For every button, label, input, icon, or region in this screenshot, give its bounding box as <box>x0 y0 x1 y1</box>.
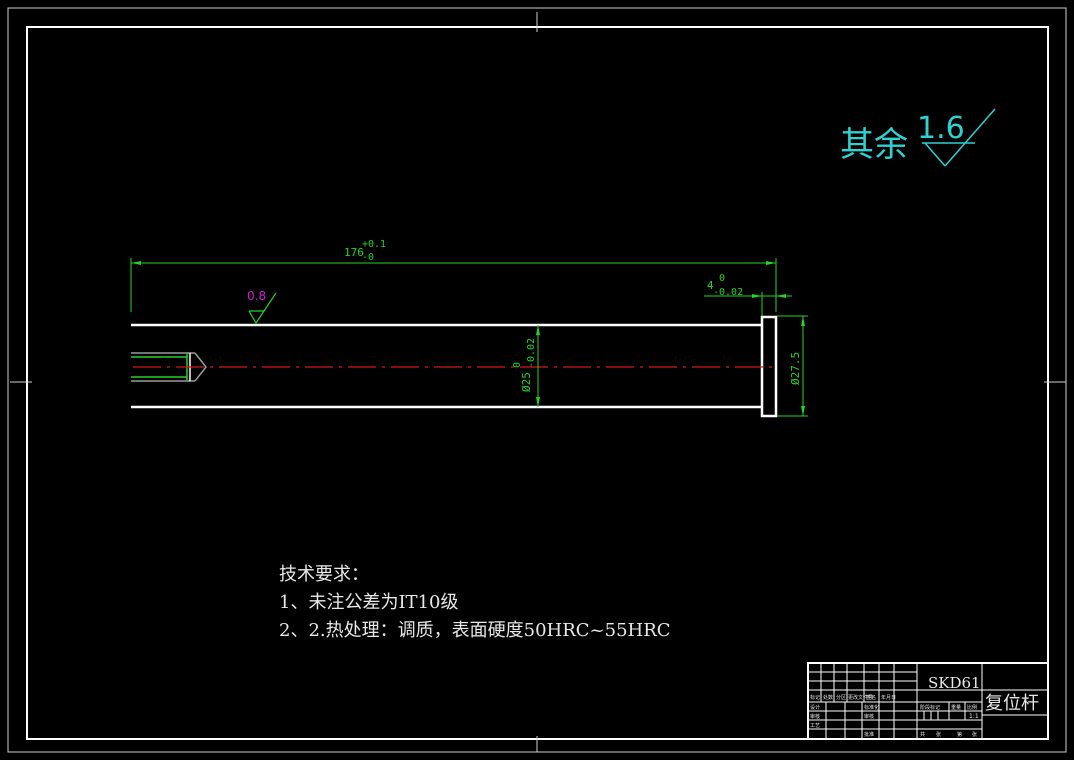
scale-value: 1:1 <box>969 713 979 720</box>
stage-label-2: 重量 <box>951 704 961 711</box>
header-label-4: 更改文件号 <box>848 694 873 701</box>
head-thickness-nominal: 4 <box>707 279 714 292</box>
roughness-note-prefix: 其余 <box>840 125 908 165</box>
stage-label-3: 比例 <box>967 704 977 711</box>
head-thickness-dimension: 4 0 -0.02 <box>704 273 792 316</box>
sheet-label-1: 共 <box>920 731 925 738</box>
head-thickness-upper-tol: 0 <box>719 273 725 284</box>
sheet-label-3: 第 <box>957 731 962 738</box>
length-lower-tol: -0 <box>362 252 374 263</box>
sheet-label-4: 张 <box>972 731 977 738</box>
tech-req-item-2: 2、2.热处理：调质，表面硬度50HRC~55HRC <box>279 620 671 641</box>
length-nominal: 176 <box>344 246 364 259</box>
tech-req-item-1: 1、未注公差为IT10级 <box>279 592 458 613</box>
right-row-3: 批准 <box>864 731 874 738</box>
technical-requirements: 技术要求： 1、未注公差为IT10级 2、2.热处理：调质，表面硬度50HRC~… <box>279 564 671 641</box>
header-label-3: 分区 <box>836 694 846 701</box>
length-upper-tol: +0.1 <box>362 239 386 250</box>
header-label-2: 处数 <box>823 694 833 701</box>
shaft-diameter-dimension: Ø25 0 -0.02 <box>512 325 540 407</box>
tech-req-title: 技术要求： <box>279 564 369 585</box>
header-label-6: 年月日 <box>881 694 896 701</box>
head-thickness-lower-tol: -0.02 <box>713 287 743 298</box>
header-label-1: 标记 <box>810 694 820 701</box>
header-label-5: 签名 <box>866 694 876 701</box>
surface-roughness-note: 其余 1.6 <box>840 108 996 167</box>
overall-length-dimension: 176 +0.1 -0 <box>130 239 777 312</box>
left-row-1: 设计 <box>810 704 820 711</box>
shaft-diameter-upper-tol: 0 <box>512 362 523 368</box>
sheet-label-2: 张 <box>936 731 941 738</box>
roughness-symbol-icon <box>922 108 996 167</box>
title-block: SKD61 复位杆 1:1 标记 处数 分区 更改文件号 签名 年月日 设计 审… <box>807 662 1049 740</box>
left-row-3: 工艺 <box>810 723 820 729</box>
title-block-small-labels: 标记 处数 分区 更改文件号 签名 年月日 设计 审核 工艺 标准化 审核 批准… <box>810 694 977 738</box>
left-row-2: 审核 <box>810 713 820 720</box>
local-roughness-value: 0.8 <box>247 289 266 303</box>
right-row-2: 审核 <box>864 713 874 720</box>
local-roughness-icon <box>248 292 277 325</box>
head-diameter-value: Ø27.5 <box>789 352 802 385</box>
stage-label-1: 阶段标记 <box>920 704 940 711</box>
shaft-diameter-nominal: Ø25 <box>520 372 533 392</box>
right-row-1: 标准化 <box>864 704 879 711</box>
shaft-diameter-lower-tol: -0.02 <box>526 338 537 368</box>
centering-marks <box>10 12 1066 752</box>
head-diameter-dimension: Ø27.5 <box>777 315 808 417</box>
roughness-note-value: 1.6 <box>917 111 965 146</box>
material-label: SKD61 <box>928 674 981 692</box>
local-roughness: 0.8 <box>247 289 277 325</box>
part-name: 复位杆 <box>985 693 1039 714</box>
